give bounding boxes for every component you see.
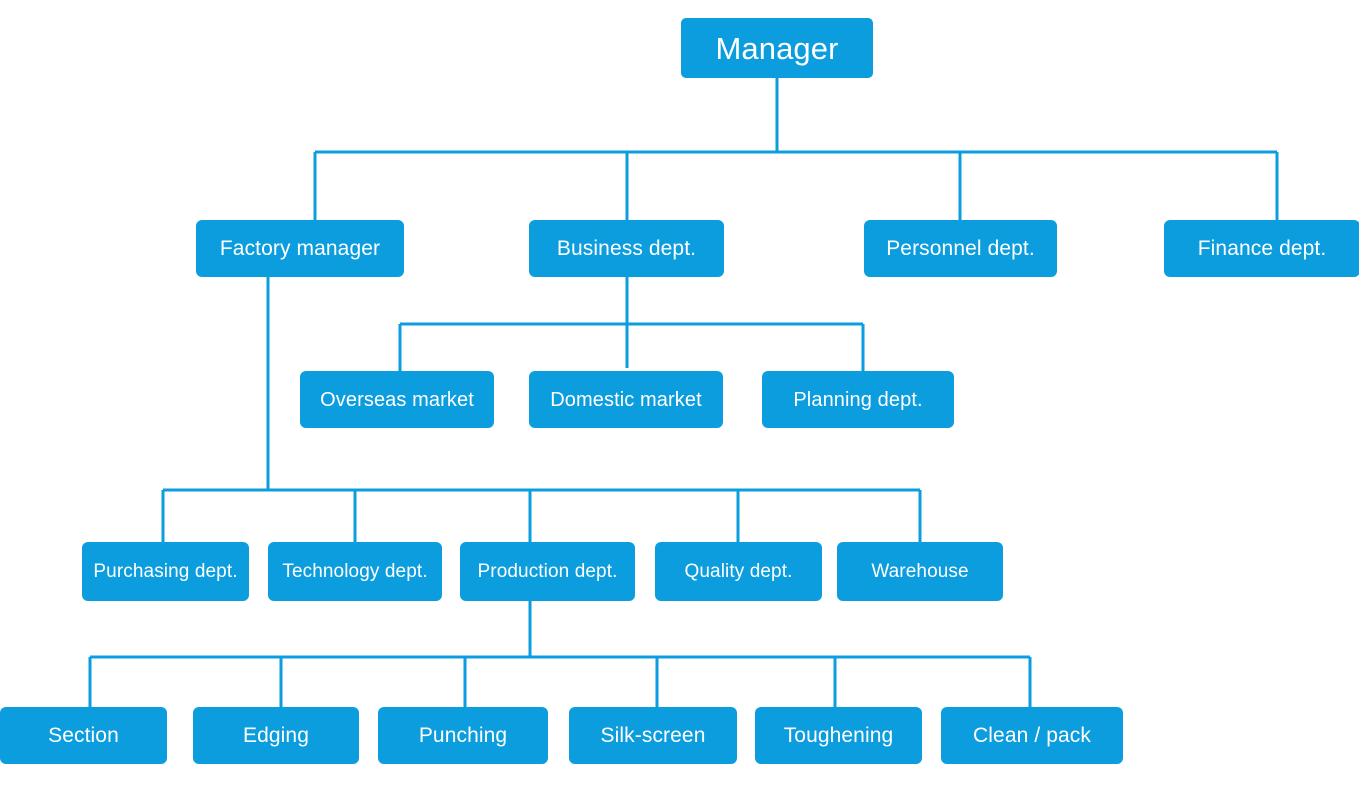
node-label-factory-manager: Factory manager <box>219 237 381 260</box>
node-label-warehouse: Warehouse <box>871 561 969 582</box>
node-label-quality-dept: Quality dept. <box>684 561 793 582</box>
node-punching[interactable]: Punching <box>378 707 548 764</box>
node-label-production-dept: Production dept. <box>477 561 618 582</box>
node-finance-dept[interactable]: Finance dept. <box>1164 220 1359 277</box>
node-label-toughening: Toughening <box>783 724 894 747</box>
node-production-dept[interactable]: Production dept. <box>460 542 635 601</box>
node-factory-manager[interactable]: Factory manager <box>196 220 404 277</box>
node-silk-screen[interactable]: Silk-screen <box>569 707 737 764</box>
node-warehouse[interactable]: Warehouse <box>837 542 1003 601</box>
node-label-punching: Punching <box>418 724 508 747</box>
node-label-technology-dept: Technology dept. <box>282 561 428 582</box>
node-section[interactable]: Section <box>0 707 167 764</box>
node-label-edging: Edging <box>243 724 309 747</box>
node-label-domestic-market: Domestic market <box>550 388 702 411</box>
node-label-finance-dept: Finance dept. <box>1197 237 1327 260</box>
node-quality-dept[interactable]: Quality dept. <box>655 542 822 601</box>
node-business-dept[interactable]: Business dept. <box>529 220 724 277</box>
node-clean-pack[interactable]: Clean / pack <box>941 707 1123 764</box>
node-label-business-dept: Business dept. <box>556 237 697 260</box>
node-label-section: Section <box>48 724 119 747</box>
node-personnel-dept[interactable]: Personnel dept. <box>864 220 1057 277</box>
node-overseas-market[interactable]: Overseas market <box>300 371 494 428</box>
node-purchasing-dept[interactable]: Purchasing dept. <box>82 542 249 601</box>
node-label-clean-pack: Clean / pack <box>973 724 1091 747</box>
node-toughening[interactable]: Toughening <box>755 707 922 764</box>
node-technology-dept[interactable]: Technology dept. <box>268 542 442 601</box>
node-label-planning-dept: Planning dept. <box>793 388 923 411</box>
node-edging[interactable]: Edging <box>193 707 359 764</box>
node-label-personnel-dept: Personnel dept. <box>886 237 1035 260</box>
node-manager[interactable]: Manager <box>681 18 873 78</box>
node-label-overseas-market: Overseas market <box>320 388 474 411</box>
node-label-silk-screen: Silk-screen <box>600 724 706 747</box>
node-label-purchasing-dept: Purchasing dept. <box>93 561 238 582</box>
node-domestic-market[interactable]: Domestic market <box>529 371 723 428</box>
node-planning-dept[interactable]: Planning dept. <box>762 371 954 428</box>
node-label-manager: Manager <box>715 30 839 66</box>
